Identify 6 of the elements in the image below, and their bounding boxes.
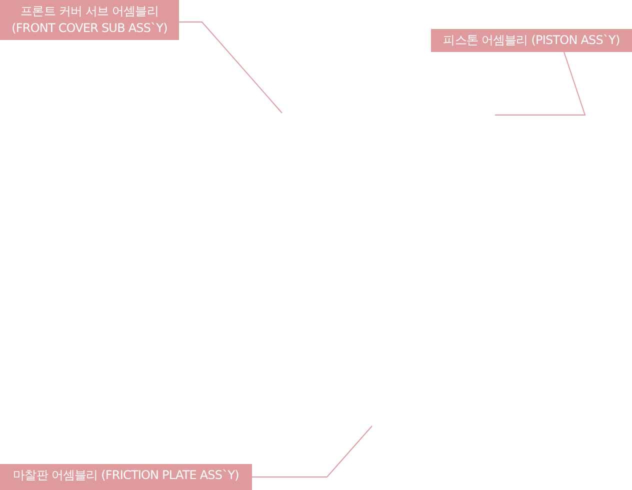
callout-label: 피스톤 어셈블리 (PISTON ASS`Y) xyxy=(431,29,632,52)
leader-line xyxy=(252,426,372,478)
callout-label: 마찰판 어셈블리 (FRICTION PLATE ASS`Y) xyxy=(0,464,252,490)
leader-line xyxy=(494,52,586,116)
callout-label: 프론트 커버 서브 어셈블리 (FRONT COVER SUB ASS`Y) xyxy=(0,0,179,40)
leader-line xyxy=(178,22,282,114)
